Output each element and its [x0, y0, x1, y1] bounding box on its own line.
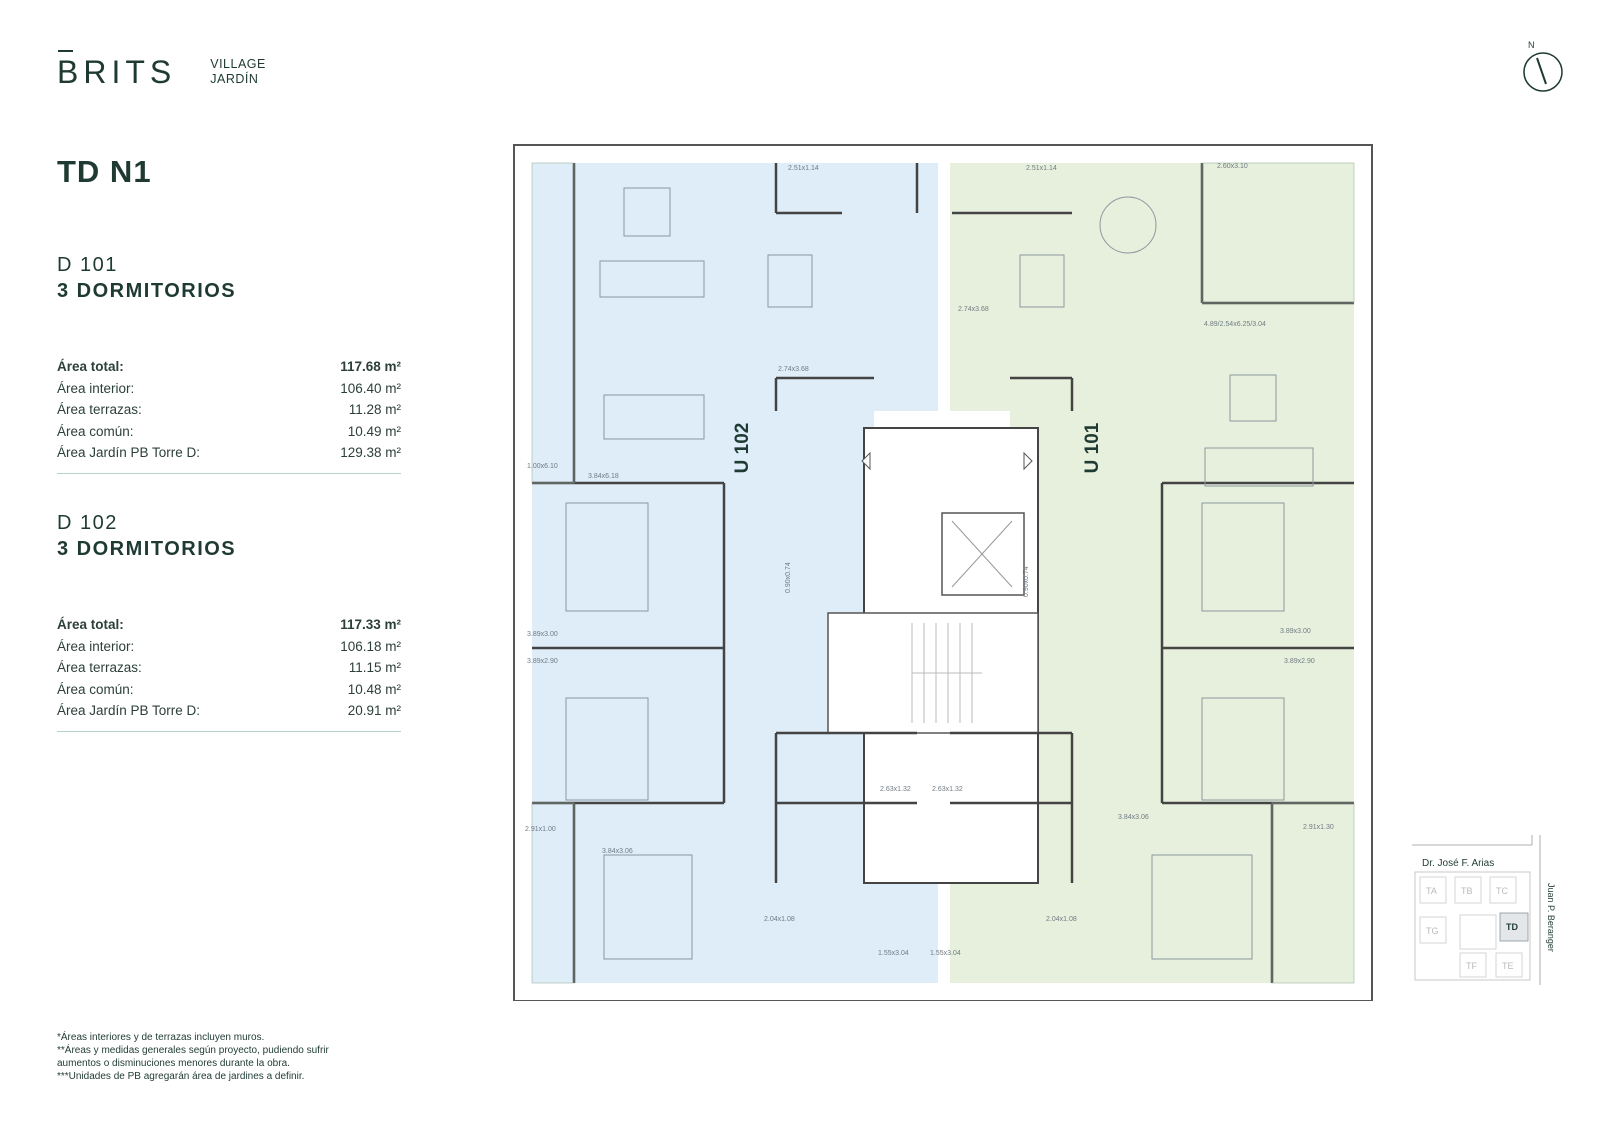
room-dim: 2.51x1.14 — [1026, 165, 1057, 172]
brand-logo: BRITS VILLAGE JARDÍN — [57, 50, 266, 90]
area-row: Área total: 117.33 m² — [57, 614, 401, 636]
area-row: Área común: 10.49 m² — [57, 421, 401, 443]
room-dim: 4.89/2.54x6.25/3.04 — [1204, 321, 1266, 328]
area-label: Área total: — [57, 617, 124, 632]
unit-u102-area — [532, 163, 938, 983]
area-label: Área común: — [57, 423, 134, 439]
logo-accent-bar — [58, 50, 73, 52]
room-dim: 1.55x3.04 — [930, 950, 961, 957]
area-value: 129.38 m² — [340, 445, 401, 460]
room-dim: 3.89x3.00 — [527, 631, 558, 638]
area-value: 20.91 m² — [347, 703, 401, 718]
room-dim: 3.84x3.06 — [1118, 814, 1149, 821]
room-dim: 3.89x2.90 — [527, 658, 558, 665]
section-divider — [57, 730, 401, 732]
brand-name: BRITS — [57, 54, 177, 90]
unit-label-u101: U 101 — [1082, 422, 1103, 473]
unit-rooms: 3 DORMITORIOS — [57, 538, 237, 560]
tower-label: TG — [1426, 926, 1439, 936]
room-dim: 3.89x2.90 — [1284, 658, 1315, 665]
area-row: Área Jardín PB Torre D: 129.38 m² — [57, 442, 401, 464]
room-dim: 2.63x1.32 — [932, 786, 963, 793]
area-value: 10.48 m² — [347, 681, 401, 697]
area-row: Área interior: 106.18 m² — [57, 636, 401, 658]
street-right-label: Juan P. Beranger — [1546, 883, 1556, 952]
area-value: 117.68 m² — [340, 359, 401, 374]
floor-plan: U 102 U 101 2.51x1.14 2.51x1.14 2.60x3.1… — [512, 143, 1376, 1006]
area-label: Área terrazas: — [57, 402, 142, 417]
area-value: 11.15 m² — [348, 660, 401, 675]
area-value: 117.33 m² — [340, 617, 401, 632]
unit-name: D 101 — [57, 254, 118, 276]
room-dim: 2.60x3.10 — [1217, 163, 1248, 170]
section-divider — [57, 472, 401, 474]
page-title: TD N1 — [57, 154, 152, 189]
tower-label: TC — [1496, 886, 1508, 896]
room-dim: 3.89x3.00 — [1280, 628, 1311, 635]
tower-label-active: TD — [1506, 922, 1518, 932]
compass-icon: N — [1520, 38, 1566, 101]
room-dim: 1.55x3.04 — [878, 950, 909, 957]
area-label: Área interior: — [57, 638, 135, 654]
room-dim: 3.84x6.18 — [588, 473, 619, 480]
unit-u101-area — [950, 163, 1354, 983]
area-label: Área Jardín PB Torre D: — [57, 703, 201, 718]
area-row: Área total: 117.68 m² — [57, 356, 401, 378]
area-table: Área total: 117.33 m² Área interior: 106.1… — [57, 614, 401, 722]
room-dim: 2.74x3.68 — [958, 306, 989, 313]
unit-summary-d101: D 101 3 DORMITORIOS Área total: 117.68 m²… — [57, 252, 401, 474]
footnotes: *Áreas interiores y de terrazas incluyen… — [57, 1032, 329, 1082]
area-label: Área común: — [57, 681, 134, 697]
area-value: 11.28 m² — [348, 402, 401, 417]
unit-summary-d102: D 102 3 DORMITORIOS Área total: 117.33 m²… — [57, 510, 401, 732]
compass-north-label: N — [1528, 40, 1535, 50]
elevator-shaft — [941, 512, 1025, 596]
room-dim: 2.91x1.30 — [1303, 824, 1334, 831]
unit-label-u102: U 102 — [732, 423, 753, 474]
area-value: 106.40 m² — [340, 380, 401, 396]
area-label: Área Jardín PB Torre D: — [57, 445, 201, 460]
area-value: 10.49 m² — [347, 423, 401, 439]
site-keymap: Dr. José F. Arias Juan P. Beranger TA TB… — [1412, 835, 1562, 1010]
brand-subtitle-line2: JARDÍN — [210, 72, 259, 86]
room-dim: 1.00x6.10 — [527, 463, 558, 470]
area-label: Área total: — [57, 359, 124, 374]
room-dim: 2.51x1.14 — [788, 165, 819, 172]
room-dim: 2.04x1.08 — [1046, 916, 1077, 923]
area-value: 106.18 m² — [340, 638, 401, 654]
area-row: Área Jardín PB Torre D: 20.91 m² — [57, 700, 401, 722]
area-row: Área común: 10.48 m² — [57, 679, 401, 701]
tower-label: TF — [1466, 961, 1477, 971]
tower-label: TE — [1502, 961, 1514, 971]
area-table: Área total: 117.68 m² Área interior: 106.4… — [57, 356, 401, 464]
area-label: Área interior: — [57, 380, 135, 396]
area-label: Área terrazas: — [57, 660, 142, 675]
area-row: Área terrazas: 11.28 m² — [57, 399, 401, 421]
room-dim: 2.63x1.32 — [880, 786, 911, 793]
area-row: Área terrazas: 11.15 m² — [57, 657, 401, 679]
room-dim: 0.90x0.74 — [785, 562, 792, 593]
unit-name: D 102 — [57, 512, 118, 534]
room-dim: 2.74x3.68 — [778, 366, 809, 373]
area-row: Área interior: 106.40 m² — [57, 378, 401, 400]
street-top-label: Dr. José F. Arias — [1422, 858, 1494, 869]
brand-subtitle: VILLAGE JARDÍN — [210, 57, 266, 88]
room-dim: 2.91x1.00 — [525, 826, 556, 833]
room-dim: 2.04x1.08 — [764, 916, 795, 923]
tower-label: TA — [1426, 886, 1437, 896]
room-dim: 0.90x0.74 — [1023, 566, 1030, 597]
tower-label: TB — [1461, 886, 1473, 896]
unit-rooms: 3 DORMITORIOS — [57, 280, 237, 302]
brand-subtitle-line1: VILLAGE — [210, 57, 266, 71]
room-dim: 3.84x3.06 — [602, 848, 633, 855]
